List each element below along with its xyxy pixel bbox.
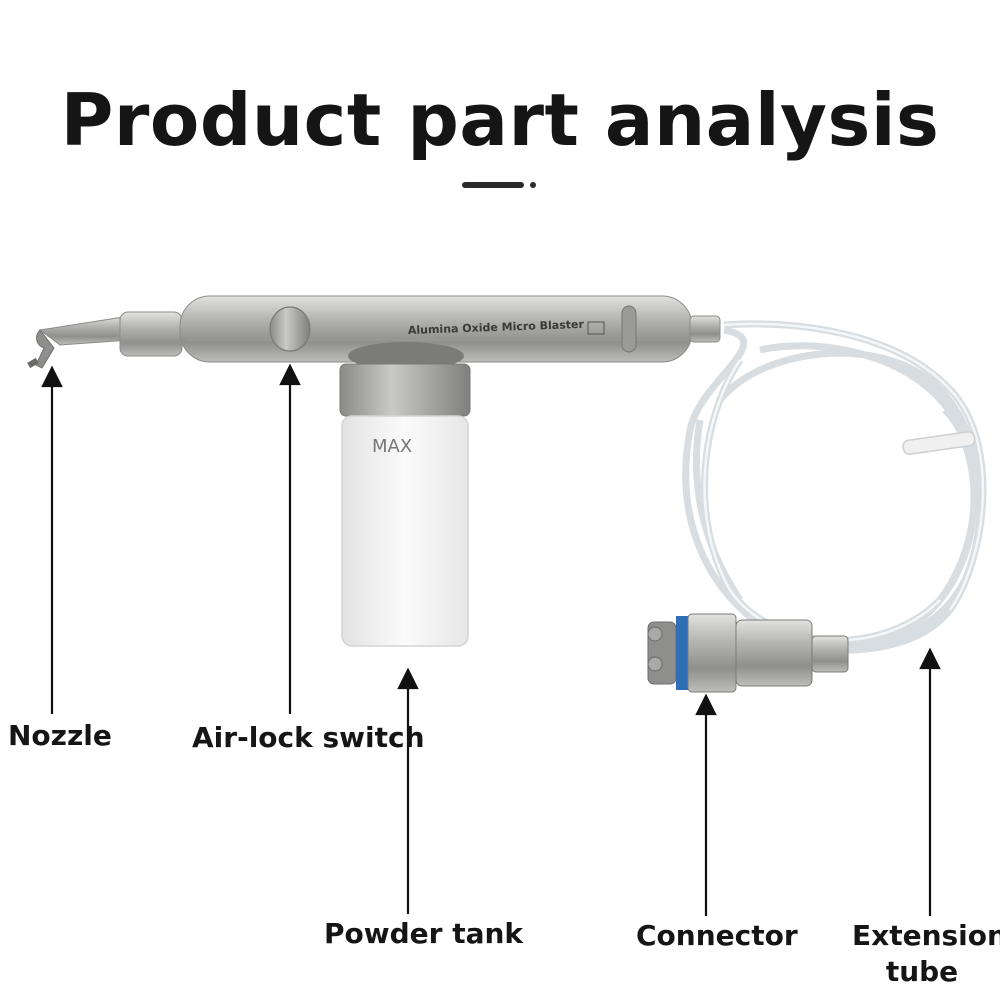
handpiece-body [119, 295, 721, 363]
powder-tank [339, 342, 471, 647]
title-divider [462, 182, 542, 190]
tube-clip [902, 431, 976, 455]
connector-label: Connector [636, 919, 798, 952]
air-lock-switch-label: Air-lock switch [192, 721, 425, 754]
handpiece-engraving: Alumina Oxide Micro Blaster [408, 318, 585, 337]
nozzle-label: Nozzle [8, 719, 112, 752]
tank-max-marking: MAX [372, 436, 412, 457]
connector-blue-ring [676, 616, 688, 690]
divider-bar [462, 182, 524, 188]
page-title: Product part analysis [60, 78, 940, 162]
connector [647, 613, 849, 693]
powder-tank-label: Powder tank [324, 917, 524, 950]
nozzle [27, 315, 131, 369]
engraving-logo [587, 321, 605, 335]
extension-tube-label: Extension tube [852, 918, 1000, 990]
annotation-arrows [41, 363, 941, 916]
extension-tube-label-line2: tube [885, 955, 959, 988]
divider-dot [530, 182, 536, 188]
air-lock-knob [269, 306, 311, 352]
extension-tube-highlight [703, 322, 985, 642]
extension-tube-label-line1: Extension [852, 919, 1000, 952]
